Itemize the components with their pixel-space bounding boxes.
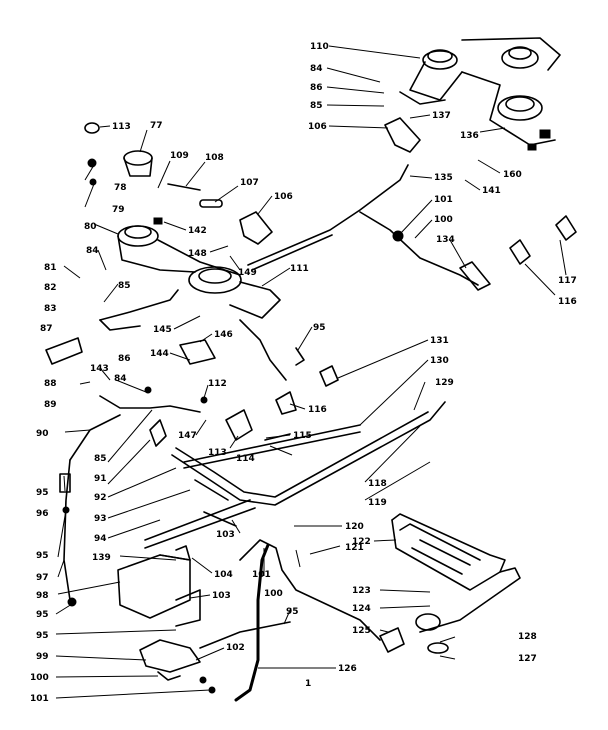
label-103: 103 <box>216 530 235 540</box>
label-134: 134 <box>436 235 455 245</box>
right-valves <box>392 215 577 291</box>
manifold-pipe <box>144 401 446 549</box>
center-valve-area <box>144 339 339 447</box>
label-137: 137 <box>432 111 451 121</box>
label-147: 147 <box>178 431 197 441</box>
label-102: 102 <box>226 643 245 653</box>
label-107: 107 <box>240 178 259 188</box>
label-103-b: 103 <box>212 591 231 601</box>
label-79: 79 <box>112 205 125 215</box>
label-141: 141 <box>482 186 501 196</box>
label-117: 117 <box>558 276 577 286</box>
label-86-b: 86 <box>118 354 131 364</box>
label-126: 126 <box>338 664 357 674</box>
label-160: 160 <box>503 170 522 180</box>
label-113-b: 113 <box>208 448 227 458</box>
label-85: 85 <box>310 101 323 111</box>
upper-right-burner-assembly <box>384 37 561 153</box>
label-120: 120 <box>345 522 364 532</box>
label-95-c: 95 <box>36 551 49 561</box>
leader-lines <box>55 45 567 699</box>
label-85-c: 85 <box>94 454 107 464</box>
label-119: 119 <box>368 498 387 508</box>
label-91: 91 <box>94 474 107 484</box>
label-95-f: 95 <box>36 631 49 641</box>
label-136: 136 <box>460 131 479 141</box>
label-84-c: 84 <box>114 374 127 384</box>
label-127: 127 <box>518 654 537 664</box>
label-96: 96 <box>36 509 49 519</box>
label-77: 77 <box>150 121 163 131</box>
label-101: 101 <box>434 195 453 205</box>
label-125: 125 <box>352 626 371 636</box>
label-110: 110 <box>310 42 329 52</box>
label-95-b: 95 <box>36 488 49 498</box>
label-135: 135 <box>434 173 453 183</box>
label-95: 95 <box>313 323 326 333</box>
label-109: 109 <box>170 151 189 161</box>
oven-burner <box>379 513 521 654</box>
label-100: 100 <box>434 215 453 225</box>
label-113: 113 <box>112 122 131 132</box>
label-85-b: 85 <box>118 281 131 291</box>
label-101-c: 101 <box>30 694 49 704</box>
label-1: 1 <box>305 679 311 689</box>
label-149: 149 <box>238 268 257 278</box>
label-111: 111 <box>290 264 309 274</box>
label-82: 82 <box>44 283 57 293</box>
label-93: 93 <box>94 514 107 524</box>
label-89: 89 <box>44 400 57 410</box>
label-90: 90 <box>36 429 49 439</box>
label-116-b: 116 <box>308 405 327 415</box>
gas-tubing <box>63 164 479 702</box>
oven-valve-assembly <box>59 473 216 694</box>
label-84-b: 84 <box>86 246 99 256</box>
label-94: 94 <box>94 534 107 544</box>
label-95-e: 95 <box>286 607 299 617</box>
label-81: 81 <box>44 263 57 273</box>
label-128: 128 <box>518 632 537 642</box>
label-129: 129 <box>435 378 454 388</box>
label-143: 143 <box>90 364 109 374</box>
label-146: 146 <box>214 330 233 340</box>
label-121: 121 <box>345 543 364 553</box>
label-112: 112 <box>208 379 227 389</box>
label-148: 148 <box>188 249 207 259</box>
label-84: 84 <box>310 64 323 74</box>
label-106: 106 <box>308 122 327 132</box>
label-130: 130 <box>430 356 449 366</box>
label-122: 122 <box>352 537 371 547</box>
label-114: 114 <box>236 454 255 464</box>
label-139: 139 <box>92 553 111 563</box>
label-88: 88 <box>44 379 57 389</box>
label-101-b: 101 <box>252 570 271 580</box>
label-106-b: 106 <box>274 192 293 202</box>
label-123: 123 <box>352 586 371 596</box>
label-142: 142 <box>188 226 207 236</box>
label-87: 87 <box>40 324 53 334</box>
label-80: 80 <box>84 222 97 232</box>
label-100-c: 100 <box>30 673 49 683</box>
label-118: 118 <box>368 479 387 489</box>
label-124: 124 <box>352 604 371 614</box>
label-115: 115 <box>293 431 312 441</box>
part-labels: 110 84 86 85 137 106 136 113 77 109 108 … <box>30 42 577 704</box>
label-83: 83 <box>44 304 57 314</box>
label-145: 145 <box>153 325 172 335</box>
label-97: 97 <box>36 573 49 583</box>
label-144: 144 <box>150 349 169 359</box>
label-78: 78 <box>114 183 127 193</box>
label-116: 116 <box>558 297 577 307</box>
label-92: 92 <box>94 493 107 503</box>
label-104: 104 <box>214 570 233 580</box>
label-86: 86 <box>310 83 323 93</box>
upper-left-burner-assembly <box>45 122 281 365</box>
label-95-d: 95 <box>36 610 49 620</box>
label-99: 99 <box>36 652 49 662</box>
label-100-b: 100 <box>264 589 283 599</box>
label-98: 98 <box>36 591 49 601</box>
label-131: 131 <box>430 336 449 346</box>
label-108: 108 <box>205 153 224 163</box>
